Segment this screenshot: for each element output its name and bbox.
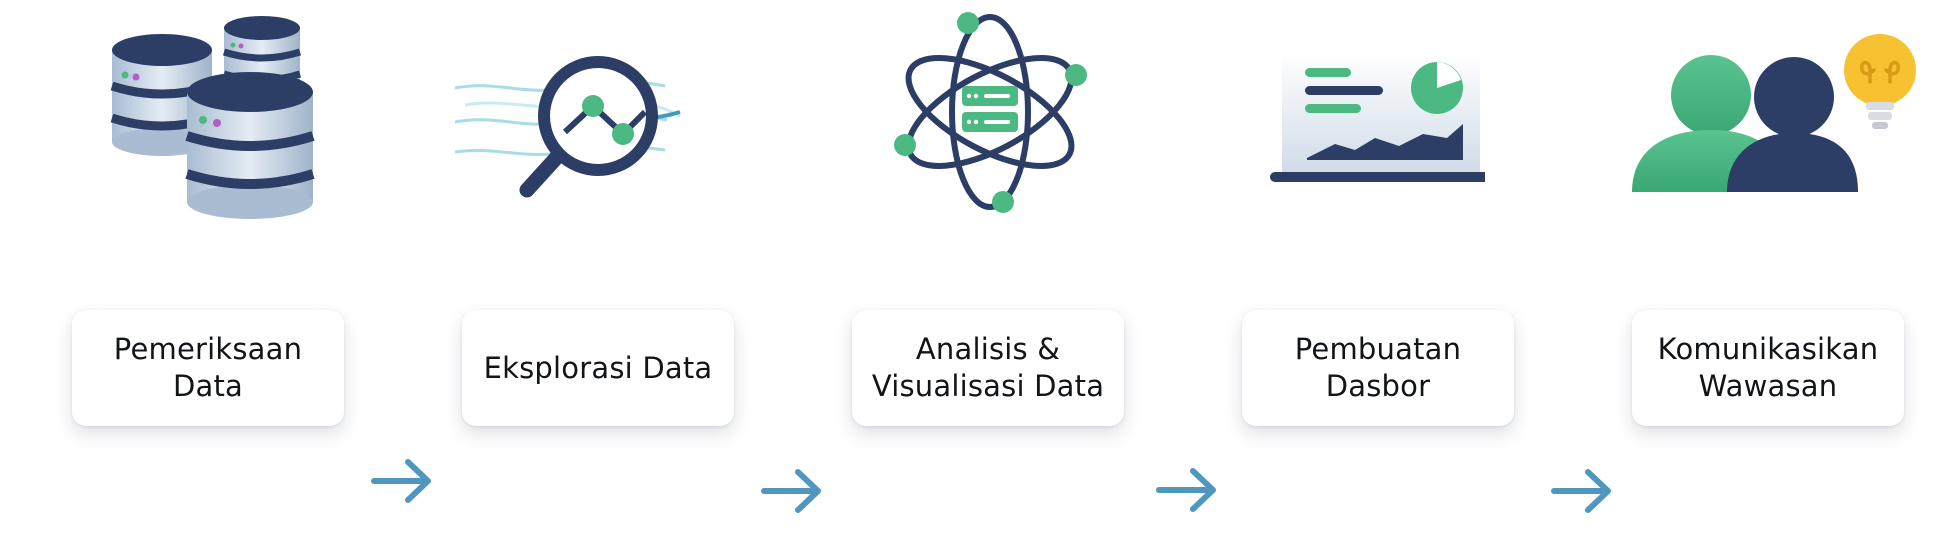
step-label: Eksplorasi Data (483, 350, 713, 385)
step-komunikasikan-wawasan: Komunikasikan Wawasan (1575, 0, 1916, 544)
step-card: Komunikasikan Wawasan (1632, 310, 1904, 426)
step-analisis-visualisasi: Analisis & Visualisasi Data (795, 0, 1124, 544)
atom-server-icon (795, 0, 1095, 240)
step-label: Pembuatan Dasbor (1294, 332, 1462, 403)
dashboard-monitor-icon (1185, 0, 1485, 240)
people-lightbulb-icon (1575, 0, 1875, 240)
step-eksplorasi-data: Eksplorasi Data (405, 0, 734, 544)
step-pembuatan-dasbor: Pembuatan Dasbor (1185, 0, 1514, 544)
arrow-right-icon (760, 466, 824, 520)
arrow-right-icon (1550, 466, 1614, 520)
step-card: Pemeriksaan Data (72, 310, 344, 426)
step-card: Pembuatan Dasbor (1242, 310, 1514, 426)
step-label: Analisis & Visualisasi Data (871, 332, 1105, 403)
step-card: Analisis & Visualisasi Data (852, 310, 1124, 426)
step-label: Pemeriksaan Data (113, 332, 303, 403)
magnifier-chart-icon (405, 0, 705, 240)
step-label: Komunikasikan Wawasan (1657, 332, 1879, 403)
step-card: Eksplorasi Data (462, 310, 734, 426)
database-icon (15, 0, 315, 240)
lightbulb-icon (1840, 30, 1920, 140)
arrow-right-icon (1155, 465, 1219, 519)
arrow-right-icon (370, 456, 434, 510)
step-pemeriksaan-data: Pemeriksaan Data (15, 0, 344, 544)
